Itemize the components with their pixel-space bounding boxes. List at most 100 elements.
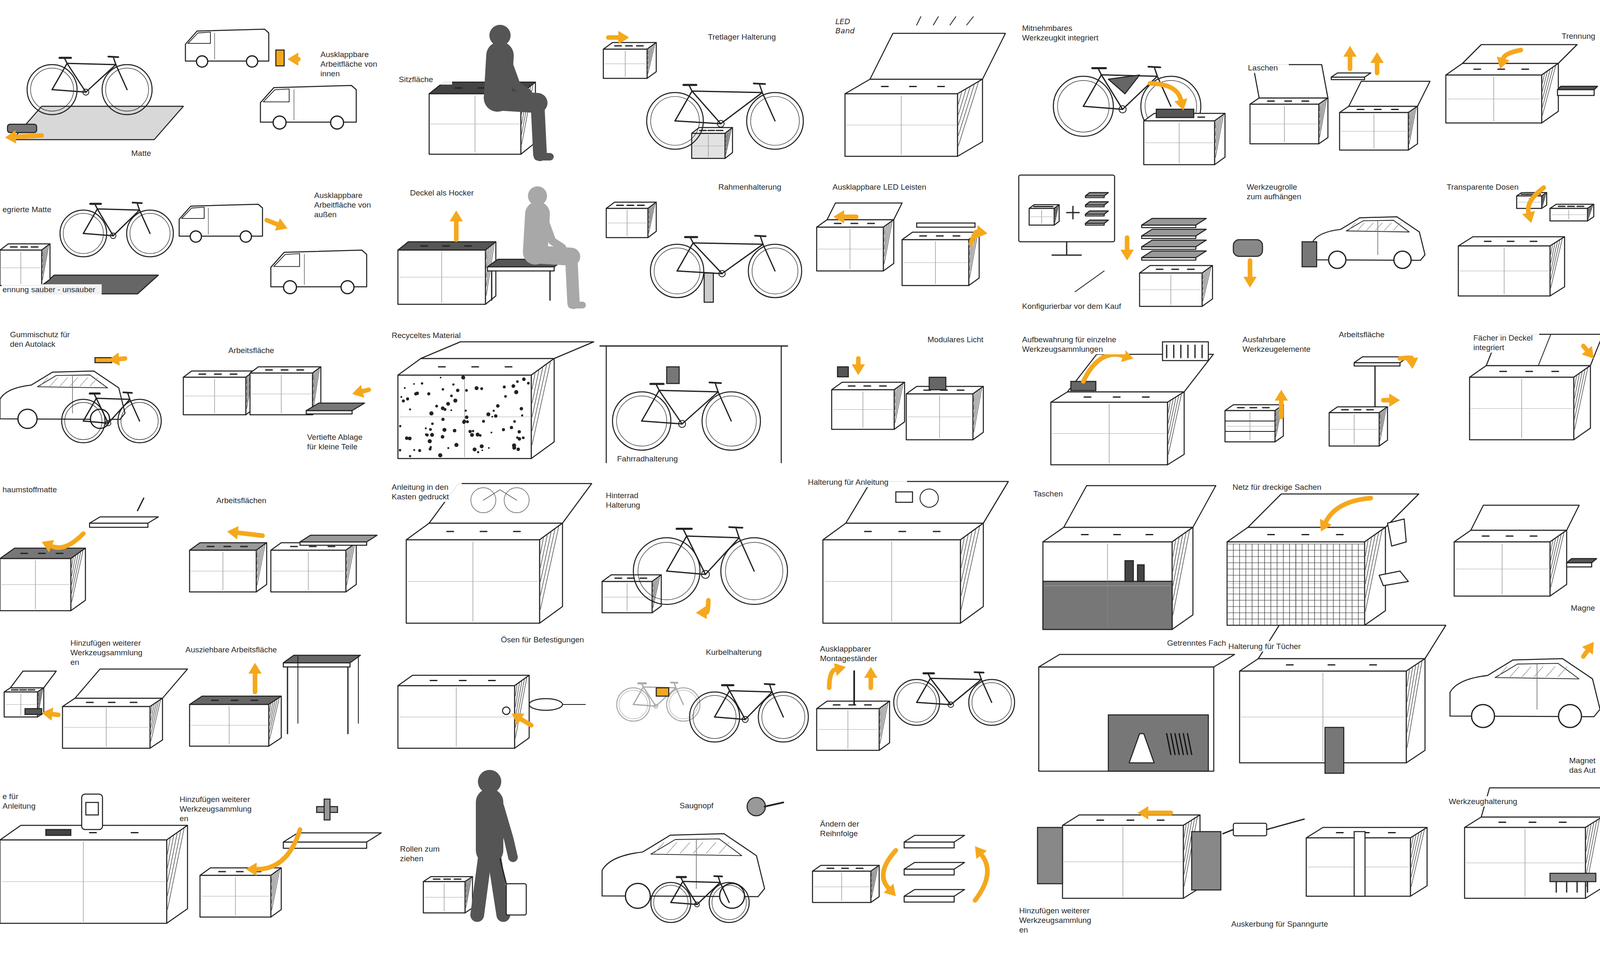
recycled-speck [494,414,498,418]
handle-slot [1302,100,1309,102]
panel-line [201,895,270,897]
net [1307,543,1309,625]
box-front [831,389,895,430]
handle-slot [1113,533,1121,535]
handle-slot [211,699,219,701]
recycled-speck [400,395,403,398]
monitor-stand [1052,254,1082,256]
box-side [1573,365,1591,440]
panel-line [1551,214,1586,215]
orange-arrow [883,850,896,888]
plate-top [1085,210,1109,215]
bike-wheel [102,64,153,115]
car-wheel [1393,251,1411,269]
net [1227,593,1365,594]
bike-frame [720,92,763,124]
hatching [1586,826,1589,840]
bike-crank [701,570,710,578]
recycled-speck [504,395,507,398]
hatching [1522,666,1532,677]
frame-leg [297,656,299,723]
bike-frame [666,535,687,571]
recycled-speck [475,432,480,437]
orange-arrowhead [833,662,846,676]
bike-frame [729,690,773,692]
hatching [1497,666,1508,677]
bike-wheel [702,391,761,450]
sketch-label: Ausklappbare Arbeitfläche von außen [313,190,385,220]
handle-slot [864,530,872,533]
sketch-label: LED Band [834,16,859,36]
bike-frame [772,691,784,717]
box-side [652,574,662,613]
net [1232,543,1234,625]
stool-leg [549,270,551,300]
bike-frame [727,685,730,691]
handle-slot [834,222,842,225]
net [1227,612,1365,613]
monitor-stand [1066,241,1068,255]
hatching [1510,666,1520,677]
panel-line [1471,408,1573,409]
box-side [268,695,282,746]
hatching [313,369,318,401]
box-top [1062,814,1200,825]
bag-item [1125,560,1134,582]
handle-slot [447,530,454,533]
bike-wheel [748,244,802,298]
bike-frame [83,208,98,234]
open-lid [10,670,57,688]
box-front [1139,272,1203,307]
hatching [38,689,42,709]
hatching [895,385,902,416]
bike-handlebar [670,681,678,684]
handle-slot [56,552,63,554]
hatching [1586,824,1591,851]
box-front [1454,541,1550,596]
handle-slot [1482,535,1490,537]
sketch-label: Deckel als Hocker [409,187,485,198]
box-side [870,865,880,903]
handle-slot [290,545,298,548]
hatching [1184,824,1187,838]
handle-slot [1097,819,1104,821]
plate-top [1085,192,1109,196]
eyelet [502,706,510,715]
hatching [540,526,559,610]
handle-slot [637,204,645,206]
sketch-label: Hinzufügen weiterer Werkzeugsammlung en [1018,905,1098,935]
handle-slot [616,204,624,206]
van-window [187,32,211,44]
handle-slot [328,545,335,548]
bike-frame [979,672,982,680]
hatching [486,247,489,268]
van-wheel [196,55,208,68]
van-wheel [246,55,258,68]
recycled-speck [472,447,477,452]
frame-bag [1108,75,1140,94]
recycled-speck [470,432,474,437]
net [1276,543,1278,625]
bike-frame [735,527,740,538]
hatching [1215,119,1218,136]
orange-arrow [1528,187,1544,213]
handle-slot [1374,108,1382,110]
hatching [346,544,355,585]
panel-line [1,267,40,268]
orange-arrowhead [851,364,865,375]
net [1227,574,1365,575]
hatching [167,828,185,910]
box-top [1250,97,1328,105]
panel-line [1,584,70,585]
hatching [961,529,976,595]
car-wheel [719,882,745,908]
orange-arrowhead [1389,393,1400,407]
box-top [816,700,890,709]
bike-frame [67,63,116,65]
panel-line [251,393,311,395]
hatching [652,580,655,592]
recycled-speck [512,443,517,448]
hatching [1542,66,1556,115]
handle-slot [130,701,138,703]
sketch-label: Ösen für Befestigungen [500,634,596,645]
